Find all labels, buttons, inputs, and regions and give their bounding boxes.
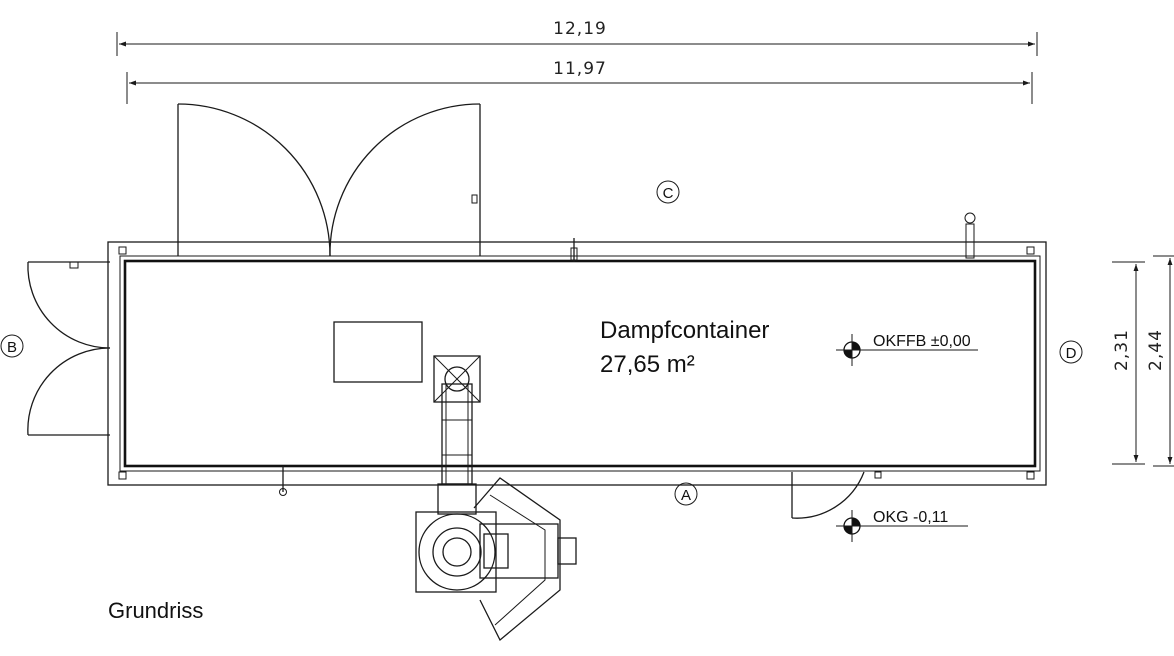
svg-text:C: C <box>663 185 674 202</box>
level-marker-ground: OKG -0,11 <box>836 509 968 542</box>
level-floor-label: OKFFB ±0,00 <box>873 333 971 350</box>
dimension-inner-width-label: 2,31 <box>1112 329 1132 371</box>
wall-fittings <box>279 212 976 496</box>
double-door-top <box>177 103 481 257</box>
side-marker-b: B <box>0 334 24 358</box>
control-cabinet <box>333 321 423 383</box>
svg-text:A: A <box>681 487 691 504</box>
dimension-inner-length-label: 11,97 <box>553 59 607 79</box>
dimension-inner-length: 11,97 <box>126 59 1033 104</box>
side-marker-a: A <box>674 482 698 506</box>
level-marker-floor: OKFFB ±0,00 <box>836 333 978 366</box>
svg-text:B: B <box>7 339 17 356</box>
room-name: Dampfcontainer <box>600 317 769 344</box>
dimension-outer-width: 2,44 <box>1146 255 1174 467</box>
drawing-title: Grundriss <box>108 598 203 623</box>
dimension-inner-width: 2,31 <box>1112 261 1145 465</box>
double-door-left <box>27 261 111 436</box>
steam-boiler <box>415 355 577 642</box>
container-walls <box>107 241 1047 486</box>
room-area: 27,65 m² <box>600 351 695 378</box>
side-marker-d: D <box>1059 340 1083 364</box>
level-ground-label: OKG -0,11 <box>873 509 948 526</box>
dimension-outer-length: 12,19 <box>116 19 1038 56</box>
door-bottom <box>791 471 865 519</box>
side-marker-c: C <box>656 180 680 204</box>
svg-text:D: D <box>1066 345 1077 362</box>
dimension-outer-width-label: 2,44 <box>1146 329 1166 371</box>
dimension-outer-length-label: 12,19 <box>553 19 607 39</box>
